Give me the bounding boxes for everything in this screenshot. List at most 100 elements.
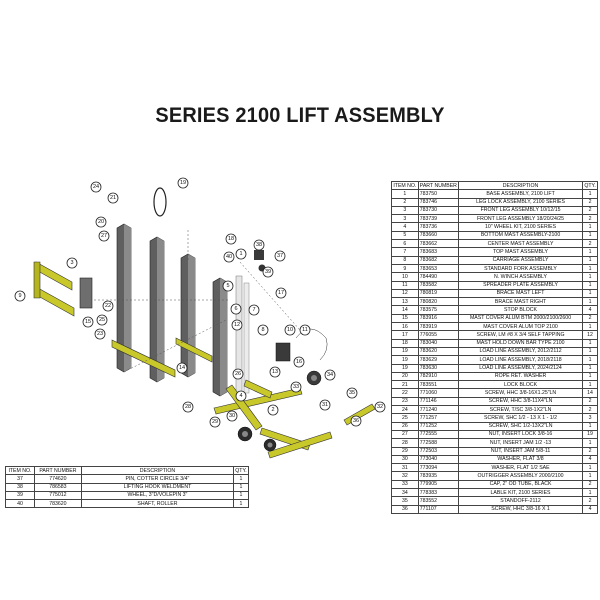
- cell-part-number: 782910: [417, 371, 459, 382]
- cell-qty: 2: [582, 446, 598, 456]
- header-qty: QTY.: [232, 465, 250, 476]
- table-header-row: ITEM NO. PART NUMBER DESCRIPTION QTY.: [5, 465, 250, 476]
- cell-qty: 1: [582, 255, 598, 265]
- callout-32: 32: [374, 401, 386, 413]
- cell-part-number: 783730: [417, 205, 459, 216]
- cell-item-no: 24: [391, 404, 419, 415]
- cell-description: LABLE KIT, 2100 SERIES: [457, 487, 584, 498]
- cell-qty: 2: [582, 214, 598, 224]
- cell-qty: 1: [582, 380, 598, 390]
- svg-text:38: 38: [256, 242, 262, 248]
- cell-item-no: 21: [391, 380, 419, 390]
- cell-description: SCREW, SHC 1/2 - 13 X 1 - 1/2: [457, 413, 584, 423]
- cell-qty: 1: [582, 247, 598, 257]
- cell-description: STANDARD FORK ASSEMBLY: [457, 263, 584, 274]
- callout-10: 10: [284, 324, 296, 336]
- cell-item-no: 3: [391, 214, 419, 224]
- callout-8: 8: [257, 324, 269, 336]
- cell-description: MAST COVER ALUM TOP 2100: [457, 322, 584, 332]
- callout-18: 18: [225, 233, 237, 245]
- callout-31: 31: [319, 399, 331, 411]
- cell-item-no: 19: [391, 363, 419, 373]
- cell-qty: 1: [582, 297, 598, 307]
- callout-12: 12: [231, 319, 243, 331]
- cell-item-no: 2: [391, 197, 419, 207]
- cell-item-no: 27: [391, 429, 419, 440]
- cell-part-number: 780820: [417, 297, 459, 307]
- callout-22: 22: [102, 300, 114, 312]
- svg-text:15: 15: [85, 319, 91, 325]
- cell-item-no: 32: [391, 471, 419, 481]
- cell-qty: 1: [582, 421, 598, 431]
- cell-qty: 2: [582, 313, 598, 324]
- callout-35: 35: [346, 387, 358, 399]
- cell-qty: 2: [582, 239, 598, 249]
- header-description: DESCRIPTION: [80, 465, 234, 476]
- callout-39: 39: [262, 266, 274, 278]
- base-frame: [111, 337, 376, 459]
- cell-part-number: 783620: [33, 499, 82, 509]
- callout-21: 21: [107, 192, 119, 204]
- cell-description: SPREADER PLATE ASSEMBLY: [457, 280, 584, 290]
- cell-part-number: 783683: [417, 247, 459, 257]
- cell-item-no: 22: [391, 388, 419, 398]
- cell-description: SCREW, HHC 3/8-16 X 1: [457, 504, 584, 514]
- cell-part-number: 783575: [417, 305, 459, 315]
- cell-description: SCREW, HHC 3/8-16X1.25"LN: [457, 388, 584, 398]
- cell-item-no: 33: [391, 479, 419, 490]
- cell-description: FRONT LEG ASSEMBLY 18/20/24/25: [457, 214, 584, 224]
- cell-qty: 2: [582, 205, 598, 216]
- callout-36: 36: [350, 415, 362, 427]
- cell-description: STOP BLOCK: [457, 305, 584, 315]
- cell-part-number: 783935: [417, 471, 459, 481]
- cell-item-no: 35: [391, 496, 419, 506]
- cell-description: CARRIAGE ASSEMBLY: [457, 255, 584, 265]
- cell-qty: 1: [582, 338, 598, 348]
- svg-text:6: 6: [234, 306, 237, 312]
- cell-qty: 3: [582, 413, 598, 423]
- svg-text:8: 8: [261, 327, 264, 333]
- callout-9: 9: [14, 290, 26, 302]
- cell-qty: 2: [582, 404, 598, 415]
- callout-40: 40: [223, 251, 235, 263]
- cell-item-no: 6: [391, 239, 419, 249]
- cell-description: BRACE MAST LEFT: [457, 288, 584, 299]
- cell-description: STANDOFF-2112: [457, 496, 584, 506]
- cell-description: NUT, INSERT JAM 1/2 -13: [457, 438, 584, 448]
- svg-text:36: 36: [353, 418, 359, 424]
- cell-qty: 1: [582, 272, 598, 282]
- cell-description: MAST HOLD DOWN BAR TYPE 2100: [457, 338, 584, 348]
- cell-qty: 14: [582, 388, 598, 398]
- cell-description: 10" WHEEL KIT, 2100 SERIES: [457, 222, 584, 232]
- header-part-number: PART NUMBER: [33, 465, 82, 476]
- cell-part-number: 775012: [33, 490, 82, 501]
- svg-text:20: 20: [98, 219, 104, 225]
- svg-text:29: 29: [212, 419, 218, 425]
- cell-qty: 1: [582, 471, 598, 481]
- callout-25: 25: [96, 314, 108, 326]
- cell-description: NUT, INSERT LOCK 3/8-16: [457, 429, 584, 440]
- cell-description: WASHER, FLAT 3/8: [457, 454, 584, 465]
- svg-text:26: 26: [235, 371, 241, 377]
- exploded-assembly-drawing: 19 24 21 27 20 18 1 40 38 39 37 3 5 6 7 …: [14, 177, 386, 459]
- cell-part-number: 783746: [417, 197, 459, 207]
- cell-part-number: 783551: [417, 380, 459, 390]
- svg-text:2: 2: [271, 407, 274, 413]
- svg-text:32: 32: [377, 404, 383, 410]
- callout-15: 15: [82, 316, 94, 328]
- cell-qty: 1: [232, 474, 250, 484]
